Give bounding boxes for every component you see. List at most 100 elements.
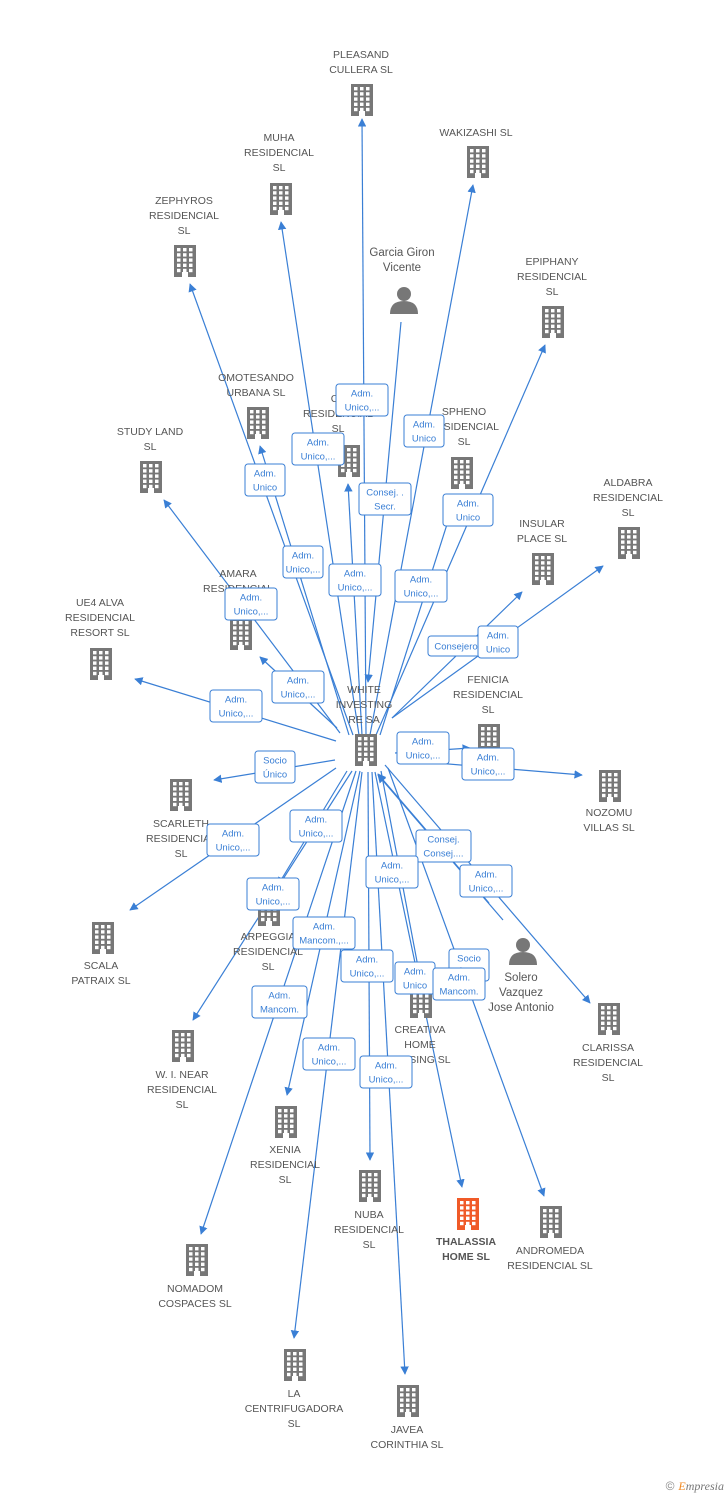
building-icon-nuba[interactable] [359,1170,381,1202]
building-icon-scala[interactable] [92,922,114,954]
relation-label-r11[interactable]: Consejero [427,635,485,657]
building-icon-andromeda[interactable] [540,1206,562,1238]
relation-label-r12[interactable]: Adm.Unico [477,625,519,659]
copyright-symbol: © [665,1479,675,1493]
svg-text:Adm.Unico,...: Adm.Unico,... [299,815,334,840]
building-icon-nomadom[interactable] [186,1244,208,1276]
relation-label-r1[interactable]: Adm.Unico,... [335,383,389,417]
copyright-footer: ©Empresia [666,1479,724,1494]
svg-text:Adm.Mancom.: Adm.Mancom. [439,973,478,998]
svg-text:Consej.Consej....: Consej.Consej.... [423,835,463,860]
svg-text:Adm.Unico,...: Adm.Unico,... [406,737,441,762]
svg-text:Adm.Mancom.: Adm.Mancom. [260,991,299,1016]
building-icon-zephyros[interactable] [174,245,196,277]
building-icon-wnear[interactable] [172,1030,194,1062]
building-icon-pleasand[interactable] [351,84,373,116]
building-icon-centrifugadora[interactable] [284,1349,306,1381]
svg-text:Adm.Unico,...: Adm.Unico,... [312,1043,347,1068]
relation-label-r23[interactable]: Adm.Unico,... [246,877,300,911]
building-icon-studyland[interactable] [140,461,162,493]
svg-text:Adm.Unico,...: Adm.Unico,... [338,569,373,594]
relation-label-r19[interactable]: Adm.Unico,... [206,823,260,857]
relation-label-r10[interactable]: Adm.Unico,... [394,569,448,603]
svg-text:Consejero: Consejero [434,642,477,653]
relation-label-r16[interactable]: Adm.Unico,... [461,747,515,781]
svg-text:Adm.Unico,...: Adm.Unico,... [234,593,269,618]
building-icon-muha[interactable] [270,183,292,215]
building-icon-aldabra[interactable] [618,527,640,559]
building-icon-wakizashi[interactable] [467,146,489,178]
building-icon-omotesando[interactable] [247,407,269,439]
building-icon-xenia[interactable] [275,1106,297,1138]
relation-label-r28[interactable]: Adm.Mancom. [432,967,486,1001]
relation-label-r9[interactable]: Adm.Unico,... [328,563,382,597]
relation-label-r6[interactable]: Adm.Unico,... [282,545,324,579]
company-label-wakizashi: WAKIZASHI SL [439,127,512,139]
person-icon-garcia[interactable] [390,287,418,314]
svg-text:Adm.Unico,...: Adm.Unico,... [216,829,251,854]
svg-text:Adm.Unico,...: Adm.Unico,... [286,551,321,576]
relation-label-r7[interactable]: Adm.Unico [442,493,494,527]
building-icon-ue4[interactable] [90,648,112,680]
svg-text:Adm.Unico,...: Adm.Unico,... [375,861,410,886]
building-icon-javea[interactable] [397,1385,419,1417]
relation-label-r5[interactable]: Consej. .Secr. [358,482,412,516]
relation-label-r3[interactable]: Adm.Unico,... [291,432,345,466]
relation-label-r20[interactable]: Consej.Consej.... [415,829,472,863]
svg-text:Adm.Unico,...: Adm.Unico,... [369,1061,404,1086]
relation-label-r25[interactable]: Adm.Unico,... [340,949,394,983]
relation-label-r21[interactable]: Adm.Unico,... [365,855,419,889]
relation-label-r30[interactable]: Adm.Unico,... [302,1037,356,1071]
building-icon-clarissa[interactable] [598,1003,620,1035]
svg-text:Adm.Unico,...: Adm.Unico,... [256,883,291,908]
relation-label-r8[interactable]: Adm.Unico,... [224,587,278,621]
relation-label-r18[interactable]: Adm.Unico,... [289,809,343,843]
building-icon-scarleth[interactable] [170,779,192,811]
svg-text:Adm.Unico,...: Adm.Unico,... [281,676,316,701]
relation-label-r15[interactable]: Adm.Unico,... [396,731,450,765]
center-company-building-icon[interactable] [355,734,377,766]
relation-label-r4[interactable]: Adm.Unico [403,414,445,448]
building-icon-thalassia[interactable] [457,1198,479,1230]
relation-label-r29[interactable]: Adm.Mancom. [251,985,308,1019]
brand-name: mpresia [685,1479,724,1493]
svg-text:Adm.Unico,...: Adm.Unico,... [404,575,439,600]
building-icon-amara[interactable] [230,618,252,650]
relation-edge [369,184,476,736]
relation-label-r26[interactable]: Adm.Unico [394,961,436,995]
building-icon-spheno[interactable] [451,457,473,489]
person-icon-solero[interactable] [509,938,537,965]
relation-label-r24[interactable]: Adm.Mancom.,... [292,916,356,950]
relation-label-r22[interactable]: Adm.Unico,... [459,864,513,898]
relation-edge [277,221,360,736]
relation-label-r14[interactable]: Adm.Unico,... [209,689,263,723]
relation-label-r13[interactable]: Adm.Unico,... [271,670,325,704]
building-icon-epiphany[interactable] [542,306,564,338]
building-icon-insular[interactable] [532,553,554,585]
relation-edge [357,118,367,736]
relation-label-r2[interactable]: Adm.Unico [244,463,286,497]
svg-text:Adm.Unico,...: Adm.Unico,... [345,389,380,414]
building-icon-nozomu[interactable] [599,770,621,802]
svg-text:Adm.Unico,...: Adm.Unico,... [219,695,254,720]
svg-text:Adm.Unico: Adm.Unico [403,967,427,992]
svg-text:Adm.Unico: Adm.Unico [412,420,436,445]
relation-label-r31[interactable]: Adm.Unico,... [359,1055,413,1089]
